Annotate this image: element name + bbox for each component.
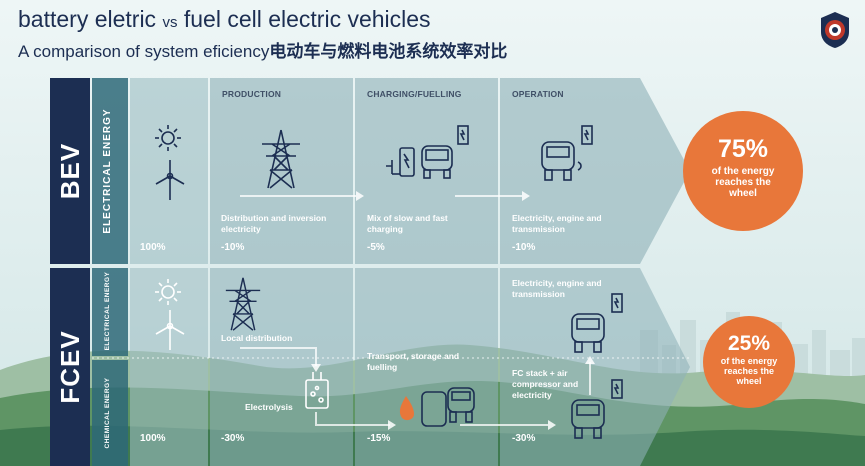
fcev-electrolysis-text: Electrolysis [245, 402, 293, 412]
truck-icon [541, 125, 593, 181]
fcev-charging-pct: -15% [367, 433, 391, 444]
fcev-op-top-text: Electricity, engine and transmission [512, 278, 602, 299]
sun-icon [155, 279, 181, 305]
fcev-operation-pct: -30% [512, 433, 536, 444]
column-header-charging: CHARGING/FUELLING [367, 89, 462, 99]
wind-turbine-icon [155, 160, 185, 200]
bev-label: BEV [55, 142, 85, 200]
fcev-transport-text: Transport, storage and fuelling [367, 351, 460, 372]
truck-icon [571, 293, 623, 353]
bev-operation-text: Electricity, engine and transmission [512, 213, 602, 234]
fuel-drop-icon [399, 387, 475, 427]
power-pylon-icon [225, 277, 261, 331]
charger-icon [386, 125, 469, 179]
truck-icon [571, 379, 623, 439]
fcev-electrical-label: ELECTRICAL ENERGY [104, 271, 111, 351]
sun-icon [155, 125, 181, 151]
bev-charging-text: Mix of slow and fast charging [367, 213, 448, 234]
bev-result-badge: 75% of the energy reaches the wheel [683, 111, 803, 231]
page-title: battery eletric vs fuel cell electric ve… [18, 6, 431, 32]
fcev-op-bottom-text: FC stack + air compressor and electricit… [512, 368, 579, 400]
column-header-production: PRODUCTION [222, 89, 282, 99]
electrolyser-icon [305, 372, 329, 409]
page-subtitle: A comparison of system eficiency电动车与燃料电池… [18, 42, 508, 61]
fcev-start-pct: 100% [140, 433, 166, 444]
fcev-chemical-label: CHEMICAL ENERGY [104, 377, 111, 449]
bev-production-text: Distribution and inversion electricity [221, 213, 327, 234]
fcev-label: FCEV [55, 330, 85, 404]
fcev-production-pct: -30% [221, 433, 245, 444]
logo-icon [821, 12, 849, 48]
bev-charging-pct: -5% [367, 242, 385, 253]
bev-start-pct: 100% [140, 242, 166, 253]
wind-turbine-icon [155, 310, 185, 350]
bev-production-pct: -10% [221, 242, 245, 253]
bev-result-pct: 75% [717, 135, 769, 163]
fcev-result-badge: 25% of the energy reaches the wheel [703, 316, 795, 408]
power-pylon-icon [262, 129, 300, 189]
fcev-result-text: of the energy reaches the wheel [720, 356, 778, 386]
bev-operation-pct: -10% [512, 242, 536, 253]
column-header-operation: OPERATION [512, 89, 564, 99]
bev-energy-label: ELECTRICAL ENERGY [102, 108, 113, 234]
bev-result-text: of the energy reaches the wheel [711, 166, 775, 199]
fcev-result-pct: 25% [727, 332, 771, 355]
fcev-local-distribution-text: Local distribution [221, 333, 293, 343]
